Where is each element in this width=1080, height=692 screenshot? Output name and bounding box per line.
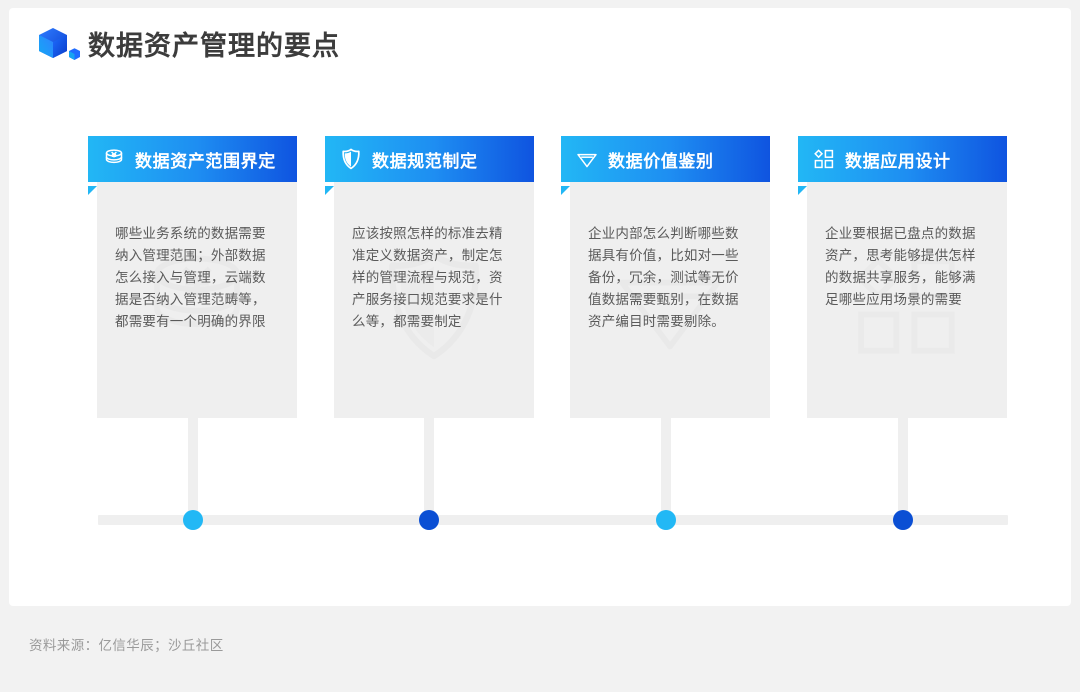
card-header: 数据应用设计	[798, 136, 1007, 182]
timeline-dot[interactable]	[893, 510, 913, 530]
timeline-dot[interactable]	[419, 510, 439, 530]
card-notch	[325, 182, 334, 195]
database-stack-icon	[102, 147, 126, 171]
card-title: 数据规范制定	[372, 151, 478, 171]
card-title: 数据应用设计	[845, 151, 951, 171]
card-description: 哪些业务系统的数据需要纳入管理范围；外部数据怎么接入与管理，云端数据是否纳入管理…	[115, 226, 266, 329]
timeline-dot[interactable]	[183, 510, 203, 530]
shield-watermark-icon	[370, 242, 498, 370]
card-notch	[798, 182, 807, 195]
blue-cube-logo-icon	[36, 26, 80, 66]
card-description: 应该按照怎样的标准去精准定义数据资产，制定怎样的管理流程与规范，资产服务接口规范…	[352, 226, 503, 329]
card-body: 哪些业务系统的数据需要纳入管理范围；外部数据怎么接入与管理，云端数据是否纳入管理…	[97, 182, 297, 418]
timeline-stem	[424, 418, 434, 520]
slide-header: 数据资产管理的要点	[36, 22, 340, 70]
card-data-standards[interactable]: 数据规范制定 应该按照怎样的标准去精准定义数据资产，制定怎样的管理流程与规范，资…	[325, 136, 534, 418]
card-header: 数据资产范围界定	[88, 136, 297, 182]
card-notch	[88, 182, 97, 195]
card-notch	[561, 182, 570, 195]
card-body: 企业内部怎么判断哪些数据具有价值，比如对一些备份，冗余，测试等无价值数据需要甄别…	[570, 182, 770, 418]
card-data-application[interactable]: 数据应用设计 企业要根据已盘点的数据资产，思考能够提供怎样的数据共享服务，能够满…	[798, 136, 1007, 418]
card-title: 数据价值鉴别	[608, 151, 714, 171]
card-body: 应该按照怎样的标准去精准定义数据资产，制定怎样的管理流程与规范，资产服务接口规范…	[334, 182, 534, 418]
timeline-track	[98, 515, 1008, 525]
diamond-gem-icon	[575, 147, 599, 171]
timeline-dot[interactable]	[656, 510, 676, 530]
card-description: 企业要根据已盘点的数据资产，思考能够提供怎样的数据共享服务，能够满足哪些应用场景…	[825, 226, 976, 307]
card-header: 数据规范制定	[325, 136, 534, 182]
shield-icon	[339, 147, 363, 171]
card-data-value[interactable]: 数据价值鉴别 企业内部怎么判断哪些数据具有价值，比如对一些备份，冗余，测试等无价…	[561, 136, 770, 418]
source-note: 资料来源：亿信华辰；沙丘社区	[29, 638, 224, 653]
card-row: 数据资产范围界定 哪些业务系统的数据需要纳入管理范围；外部数据怎么接入与管理，云…	[88, 136, 1018, 418]
card-body: 企业要根据已盘点的数据资产，思考能够提供怎样的数据共享服务，能够满足哪些应用场景…	[807, 182, 1007, 418]
card-description: 企业内部怎么判断哪些数据具有价值，比如对一些备份，冗余，测试等无价值数据需要甄别…	[588, 226, 739, 329]
timeline-stem	[188, 418, 198, 520]
shapes-grid-watermark-icon	[843, 242, 971, 370]
card-title: 数据资产范围界定	[135, 151, 276, 171]
database-stack-watermark-icon	[133, 242, 261, 370]
card-header: 数据价值鉴别	[561, 136, 770, 182]
card-data-scope[interactable]: 数据资产范围界定 哪些业务系统的数据需要纳入管理范围；外部数据怎么接入与管理，云…	[88, 136, 297, 418]
timeline-stem	[661, 418, 671, 520]
page-title: 数据资产管理的要点	[88, 30, 340, 61]
shapes-grid-icon	[812, 147, 836, 171]
timeline-stem	[898, 418, 908, 520]
diamond-gem-watermark-icon	[606, 242, 734, 370]
